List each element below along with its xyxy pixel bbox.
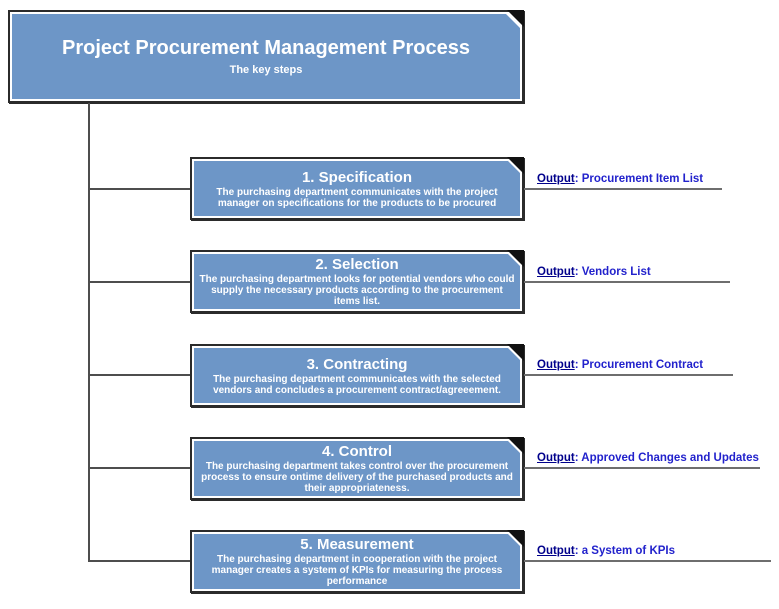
output-value: : Procurement Item List xyxy=(574,173,704,185)
title-box-fill: Project Procurement Management Process T… xyxy=(12,14,520,99)
output-callout-4: Output: Approved Changes and Updates xyxy=(537,451,759,465)
output-label: Output xyxy=(537,359,575,371)
output-rule-1 xyxy=(524,188,722,190)
step-description: The purchasing department communicates w… xyxy=(213,373,501,396)
step-title: 2. Selection xyxy=(315,256,399,273)
output-value: : a System of KPIs xyxy=(574,545,676,557)
output-rule-2 xyxy=(524,281,730,283)
step-node-control: 4. Control The purchasing department tak… xyxy=(190,437,524,500)
step-node-fill: 5. Measurement The purchasing department… xyxy=(194,534,520,589)
connector-branch-3 xyxy=(88,374,190,376)
page-subtitle: The key steps xyxy=(229,64,303,76)
step-node-fill: 2. Selection The purchasing department l… xyxy=(194,254,520,309)
connector-branch-1 xyxy=(88,188,190,190)
step-description: The purchasing department communicates w… xyxy=(216,186,498,209)
output-callout-3: Output: Procurement Contract xyxy=(537,358,703,372)
output-value: : Procurement Contract xyxy=(574,359,704,371)
step-title: 5. Measurement xyxy=(300,536,414,553)
step-description: The purchasing department looks for pote… xyxy=(199,274,515,307)
output-rule-3 xyxy=(524,374,733,376)
connector-trunk xyxy=(88,103,90,562)
output-callout-2: Output: Vendors List xyxy=(537,265,651,279)
output-label: Output xyxy=(537,173,575,185)
output-callout-5: Output: a System of KPIs xyxy=(537,544,675,558)
step-node-measurement: 5. Measurement The purchasing department… xyxy=(190,530,524,593)
step-title: 3. Contracting xyxy=(306,355,408,373)
step-node-fill: 4. Control The purchasing department tak… xyxy=(194,441,520,496)
step-node-specification: 1. Specification The purchasing departme… xyxy=(190,157,524,220)
output-label: Output xyxy=(537,545,575,557)
page-title: Project Procurement Management Process xyxy=(62,37,470,59)
step-description: The purchasing department in cooperation… xyxy=(211,554,503,587)
step-node-fill: 3. Contracting The purchasing department… xyxy=(194,348,520,403)
connector-branch-4 xyxy=(88,467,190,469)
output-callout-1: Output: Procurement Item List xyxy=(537,172,703,186)
step-title: 1. Specification xyxy=(301,168,413,186)
connector-branch-5 xyxy=(88,560,190,562)
output-label: Output xyxy=(537,266,575,278)
connector-branch-2 xyxy=(88,281,190,283)
output-rule-5 xyxy=(524,560,771,562)
step-node-contracting: 3. Contracting The purchasing department… xyxy=(190,344,524,407)
step-node-selection: 2. Selection The purchasing department l… xyxy=(190,250,524,313)
output-value: : Vendors List xyxy=(574,266,651,278)
output-value: : Approved Changes and Updates xyxy=(574,452,759,464)
output-label: Output xyxy=(537,452,575,464)
step-title: 4. Control xyxy=(322,443,392,460)
output-rule-4 xyxy=(524,467,760,469)
step-node-fill: 1. Specification The purchasing departme… xyxy=(194,161,520,216)
title-box: Project Procurement Management Process T… xyxy=(8,10,524,103)
step-description: The purchasing department takes control … xyxy=(201,461,513,494)
